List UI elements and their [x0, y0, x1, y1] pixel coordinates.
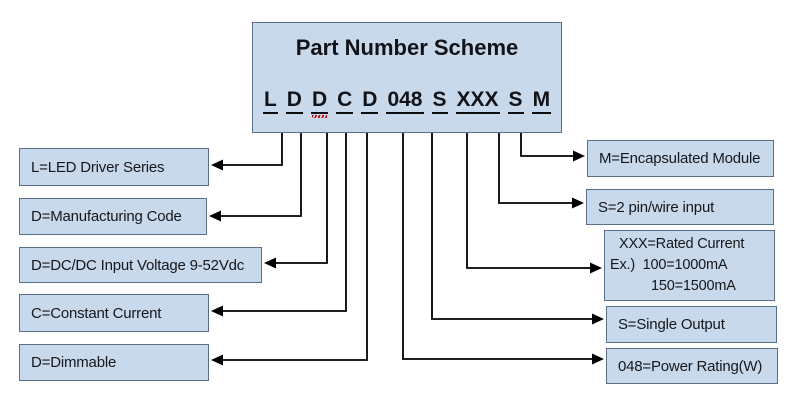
arrowhead-xxx-rated-current	[590, 262, 602, 274]
arrowhead-d-dimmable	[211, 354, 223, 366]
pn-token-s2: S	[507, 88, 524, 115]
box-power-rating: 048=Power Rating(W)	[606, 348, 778, 384]
arrowhead-d-input-voltage	[264, 257, 276, 269]
arrowhead-c-constant-current	[211, 305, 223, 317]
box-label: D=Dimmable	[31, 354, 117, 371]
box-encapsulated-module: M=Encapsulated Module	[587, 140, 774, 177]
box-pin-wire-input: S=2 pin/wire input	[586, 189, 774, 225]
connector-c-constant-current	[214, 133, 347, 312]
pn-token-d3: D	[361, 88, 379, 115]
connector-s-single-output	[431, 133, 593, 320]
pn-token-d2: D	[310, 88, 329, 119]
box-single-output: S=Single Output	[606, 306, 777, 343]
connector-048-power-rating	[402, 133, 593, 360]
page-title: Part Number Scheme	[295, 35, 519, 60]
box-label: 048=Power Rating(W)	[618, 357, 763, 375]
pn-token-c: C	[336, 88, 354, 115]
box-label: M=Encapsulated Module	[599, 150, 761, 167]
part-number: L D D C D 048 S XXX S M	[253, 88, 561, 119]
box-label: C=Constant Current	[31, 304, 162, 322]
connector-s-pin-wire	[498, 133, 573, 204]
pn-token-s1: S	[431, 88, 448, 115]
box-rated-current: XXX=Rated Current Ex.) 100=1000mA 150=15…	[604, 230, 775, 301]
box-label: L=LED Driver Series	[31, 158, 165, 176]
connector-m-encapsulated	[520, 133, 574, 157]
arrowhead-d-manufacturing	[209, 210, 221, 222]
box-dc-input-voltage: D=DC/DC Input Voltage 9-52Vdc	[19, 247, 262, 283]
box-label: S=2 pin/wire input	[598, 198, 715, 216]
arrowhead-048-power-rating	[592, 353, 604, 365]
arrowhead-s-single-output	[592, 313, 604, 325]
title-box: Part Number Scheme L D D C D 048 S XXX S…	[252, 22, 562, 133]
pn-token-m: M	[531, 88, 552, 115]
arrowhead-l-led-driver	[211, 159, 223, 171]
box-label: D=Manufacturing Code	[31, 208, 182, 225]
pn-token-d1: D	[285, 88, 303, 115]
box-label-line1: XXX=Rated Current	[619, 236, 745, 252]
box-label-line3: 150=1500mA	[651, 278, 736, 294]
connector-d-input-voltage	[267, 133, 328, 264]
box-label: S=Single Output	[618, 316, 725, 333]
box-dimmable: D=Dimmable	[19, 344, 209, 381]
box-constant-current: C=Constant Current	[19, 294, 209, 332]
box-led-driver-series: L=LED Driver Series	[19, 148, 209, 186]
pn-token-048: 048	[386, 88, 424, 115]
pn-token-xxx: XXX	[455, 88, 500, 115]
connector-d-manufacturing	[212, 133, 302, 217]
box-manufacturing-code: D=Manufacturing Code	[19, 198, 207, 235]
pn-token-l: L	[262, 88, 278, 115]
arrowhead-s-pin-wire	[572, 197, 584, 209]
box-label: D=DC/DC Input Voltage 9-52Vdc	[31, 256, 245, 274]
box-label-line2: Ex.) 100=1000mA	[610, 257, 728, 273]
connector-l-led-driver	[214, 133, 283, 166]
connector-xxx-rated-current	[466, 133, 591, 269]
arrowhead-m-encapsulated	[573, 150, 585, 162]
